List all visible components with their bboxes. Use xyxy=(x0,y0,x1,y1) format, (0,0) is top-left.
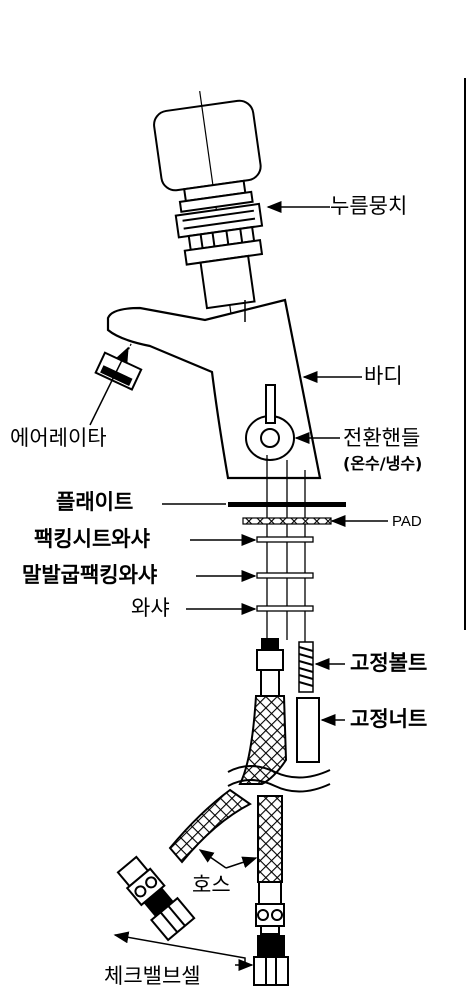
label-bent-packing-washer: 말발굽팩킹와샤 xyxy=(22,563,158,587)
assembly-guide-lines xyxy=(266,455,306,645)
leader-aerator xyxy=(89,346,129,426)
label-switch-handle-sub: (온수/냉수) xyxy=(343,454,423,473)
bent-packing-washer-part xyxy=(256,572,314,579)
label-fixing-nut: 고정너트 xyxy=(350,707,428,731)
leader-hose-left xyxy=(198,849,227,869)
label-washer: 와샤 xyxy=(131,596,170,620)
label-check-valve-cell: 체크밸브셀 xyxy=(104,964,201,988)
hose-bottom-fitting-curved xyxy=(116,855,196,942)
hose-bottom-fitting-straight xyxy=(253,881,289,986)
label-aerator: 에어레이타 xyxy=(10,426,107,450)
fixing-bolt-part xyxy=(298,641,314,693)
break-line-1 xyxy=(227,765,331,779)
label-pad: PAD xyxy=(392,513,422,530)
push-button-part xyxy=(153,90,264,329)
break-line-2 xyxy=(227,779,331,793)
fixing-nut-part xyxy=(296,697,320,763)
label-body: 바디 xyxy=(364,364,403,388)
label-fixing-bolt: 고정볼트 xyxy=(350,651,428,675)
label-switch-handle: 전환핸들 xyxy=(343,426,421,450)
washer-part xyxy=(256,605,314,612)
plate-part xyxy=(228,502,346,507)
hose-lower-curved xyxy=(168,788,252,864)
pad-part xyxy=(242,517,332,525)
label-hose: 호스 xyxy=(192,873,231,897)
switch-handle-part xyxy=(245,384,295,461)
label-push-button: 누름뭉치 xyxy=(330,194,408,218)
label-packing-seat-washer: 팩킹시트와샤 xyxy=(34,527,150,551)
leader-hose-right xyxy=(225,856,258,869)
hose-upper xyxy=(238,695,288,785)
hose-top-fitting xyxy=(256,638,284,697)
hose-lower-straight xyxy=(257,795,283,883)
packing-seat-washer-part xyxy=(256,536,314,543)
leader-check-valve-left xyxy=(113,931,246,965)
leader-lines xyxy=(89,201,388,971)
label-plate: 플래이트 xyxy=(56,490,134,514)
